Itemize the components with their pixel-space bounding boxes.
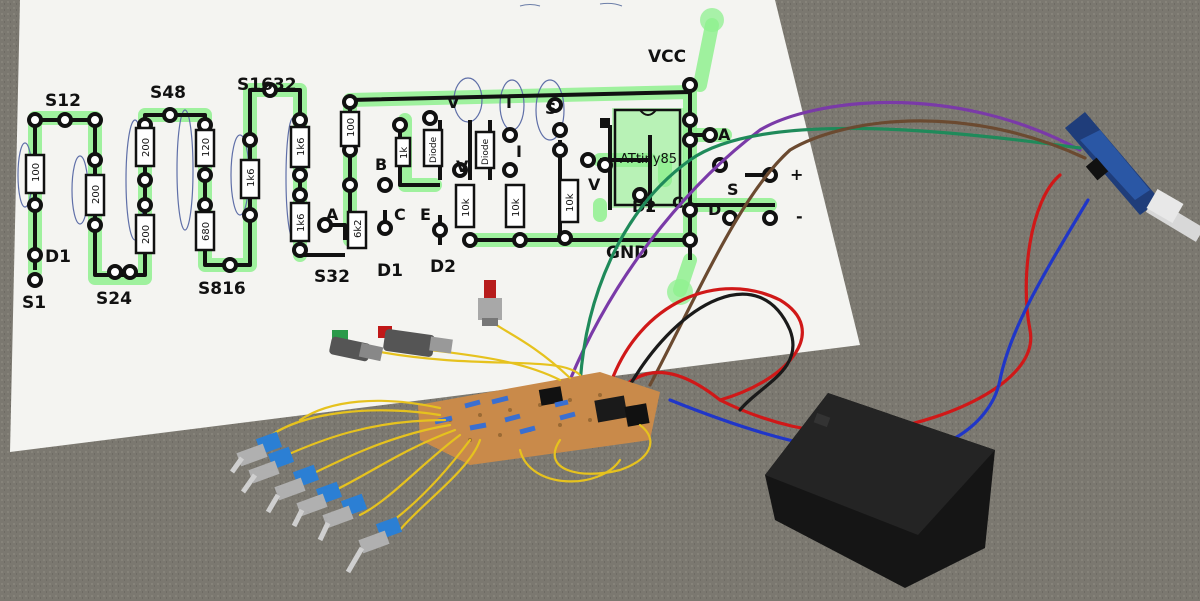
resistor-r5-label: 120: [201, 138, 212, 157]
resistor-r15-label: 10k: [461, 198, 472, 217]
resistor-r13-label: Diode: [429, 136, 439, 163]
yellow-wires: [263, 318, 652, 532]
usb-cable: [1145, 188, 1200, 242]
push-button-red: [378, 326, 453, 357]
label-minus: -: [796, 207, 803, 226]
label-s1: S1: [22, 293, 46, 313]
toggle-switches: [229, 431, 403, 574]
vcc-highlight: [700, 8, 724, 32]
label-c: C: [394, 205, 406, 224]
slide-switch-red: [478, 280, 502, 326]
label-a-right: A: [718, 125, 731, 144]
label-s24: S24: [96, 289, 132, 309]
resistor-r2-label: 200: [91, 185, 102, 204]
label-i-mid: I: [516, 142, 522, 161]
resistor-r16-label: 10k: [511, 198, 522, 217]
label-v-mid: V: [456, 157, 469, 176]
resistor-r10-label: 100: [346, 118, 357, 137]
resistor-r3-label: 200: [141, 138, 152, 157]
microcontroller-board: [1065, 112, 1160, 215]
label-s1632: S1632: [237, 75, 297, 95]
chip-label: ATtiny85: [620, 152, 677, 167]
resistor-r6-label: 680: [201, 222, 212, 241]
label-v-top: V: [447, 93, 460, 112]
resistor-r14-label: Diode: [481, 138, 491, 165]
label-e: E: [420, 205, 431, 224]
resistor-bodies: [24, 110, 580, 255]
label-plus: +: [790, 165, 803, 184]
label-vcc: VCC: [648, 47, 686, 67]
label-d-right: D: [708, 200, 721, 219]
push-button-green: [329, 330, 384, 362]
label-s12: S12: [45, 91, 81, 111]
label-s48: S48: [150, 83, 186, 103]
resistor-r17-label: 10k: [565, 193, 576, 212]
label-v-low: V: [588, 175, 601, 194]
attiny85-chip: ATtiny85: [600, 108, 682, 207]
resistor-r7-label: 1k6: [246, 168, 257, 187]
resistor-r1-label: 100: [31, 163, 42, 182]
resistor-r11-label: 6k2: [353, 219, 364, 238]
resistor-r4-label: 200: [141, 225, 152, 244]
label-d1-left: D1: [45, 247, 71, 267]
label-d2-mid: D2: [430, 257, 456, 277]
label-s-top: S: [545, 99, 557, 118]
node-labels: S12 S48 S1632 VCC D1 S1 S24 S816 S32 GND…: [22, 47, 803, 313]
label-c-chip: C: [672, 193, 684, 212]
solder-pads: [27, 77, 778, 288]
label-s32: S32: [314, 267, 350, 287]
resistor-r12-label: 1k: [399, 147, 410, 159]
resistor-r8-label: 1k6: [296, 137, 307, 156]
resistor-r9-label: 1k6: [296, 213, 307, 232]
label-i-top: I: [506, 93, 512, 112]
label-b: B: [375, 155, 387, 174]
label-d1-mid: D1: [377, 261, 403, 281]
pencil-notes: [519, 2, 623, 7]
label-s-right: S: [727, 180, 739, 199]
label-s816: S816: [198, 279, 246, 299]
resistor-values: 100 200 200 200 120 680 1k6 1k6 1k6 100 …: [31, 118, 576, 244]
battery-box: [765, 393, 995, 588]
label-a-mid: A: [326, 205, 339, 224]
